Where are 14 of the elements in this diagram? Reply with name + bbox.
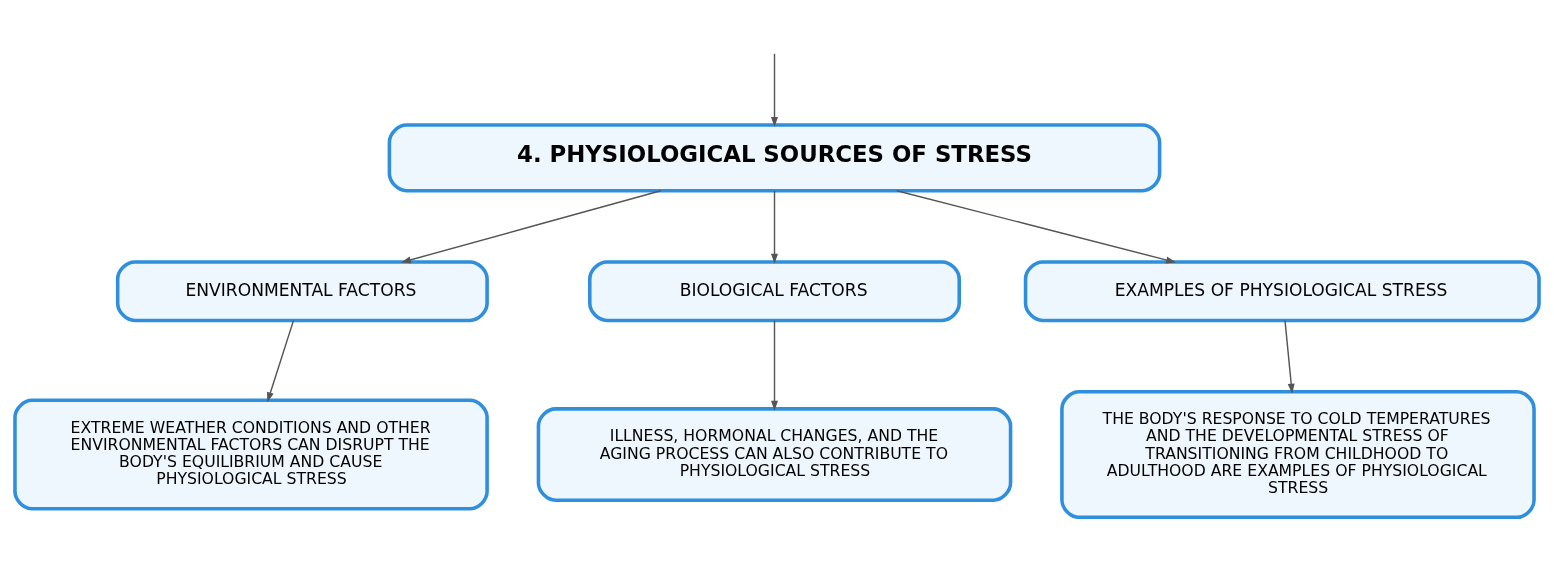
node-box: EXTREME WEATHER CONDITIONS AND OTHER ENVIRONMENTAL FACTORS CAN DISRUPT THE BODY'S EQUILIBRIUM AND CAUSE PHYSIOLOGICAL STRESS bbox=[13, 398, 489, 511]
node-box: 4. PHYSIOLOGICAL SOURCES OF STRESS bbox=[387, 122, 1162, 192]
node-box: ENVIRONMENTAL FACTORS bbox=[115, 259, 489, 322]
arrow bbox=[771, 52, 778, 127]
arrow bbox=[1284, 319, 1295, 394]
arrow bbox=[771, 319, 778, 411]
arrow bbox=[267, 319, 295, 402]
arrow bbox=[771, 189, 778, 264]
node-box: EXAMPLES OF PHYSIOLOGICAL STRESS bbox=[1023, 259, 1541, 322]
node-box: BIOLOGICAL FACTORS bbox=[588, 259, 961, 322]
node-box: ILLNESS, HORMONAL CHANGES, AND THE AGING PROCESS CAN ALSO CONTRIBUTE TO PHYSIOLOGICAL STRESS bbox=[536, 406, 1013, 502]
arrow bbox=[400, 189, 662, 263]
node-box: THE BODY'S RESPONSE TO COLD TEMPERATURES AND THE DEVELOPMENTAL STRESS OF TRANSITIONING FROM CHILDHOOD TO ADULTHOOD ARE EXAMPLES OF PHYSIOLOGICAL STRESS bbox=[1060, 389, 1536, 519]
arrow bbox=[896, 189, 1177, 263]
